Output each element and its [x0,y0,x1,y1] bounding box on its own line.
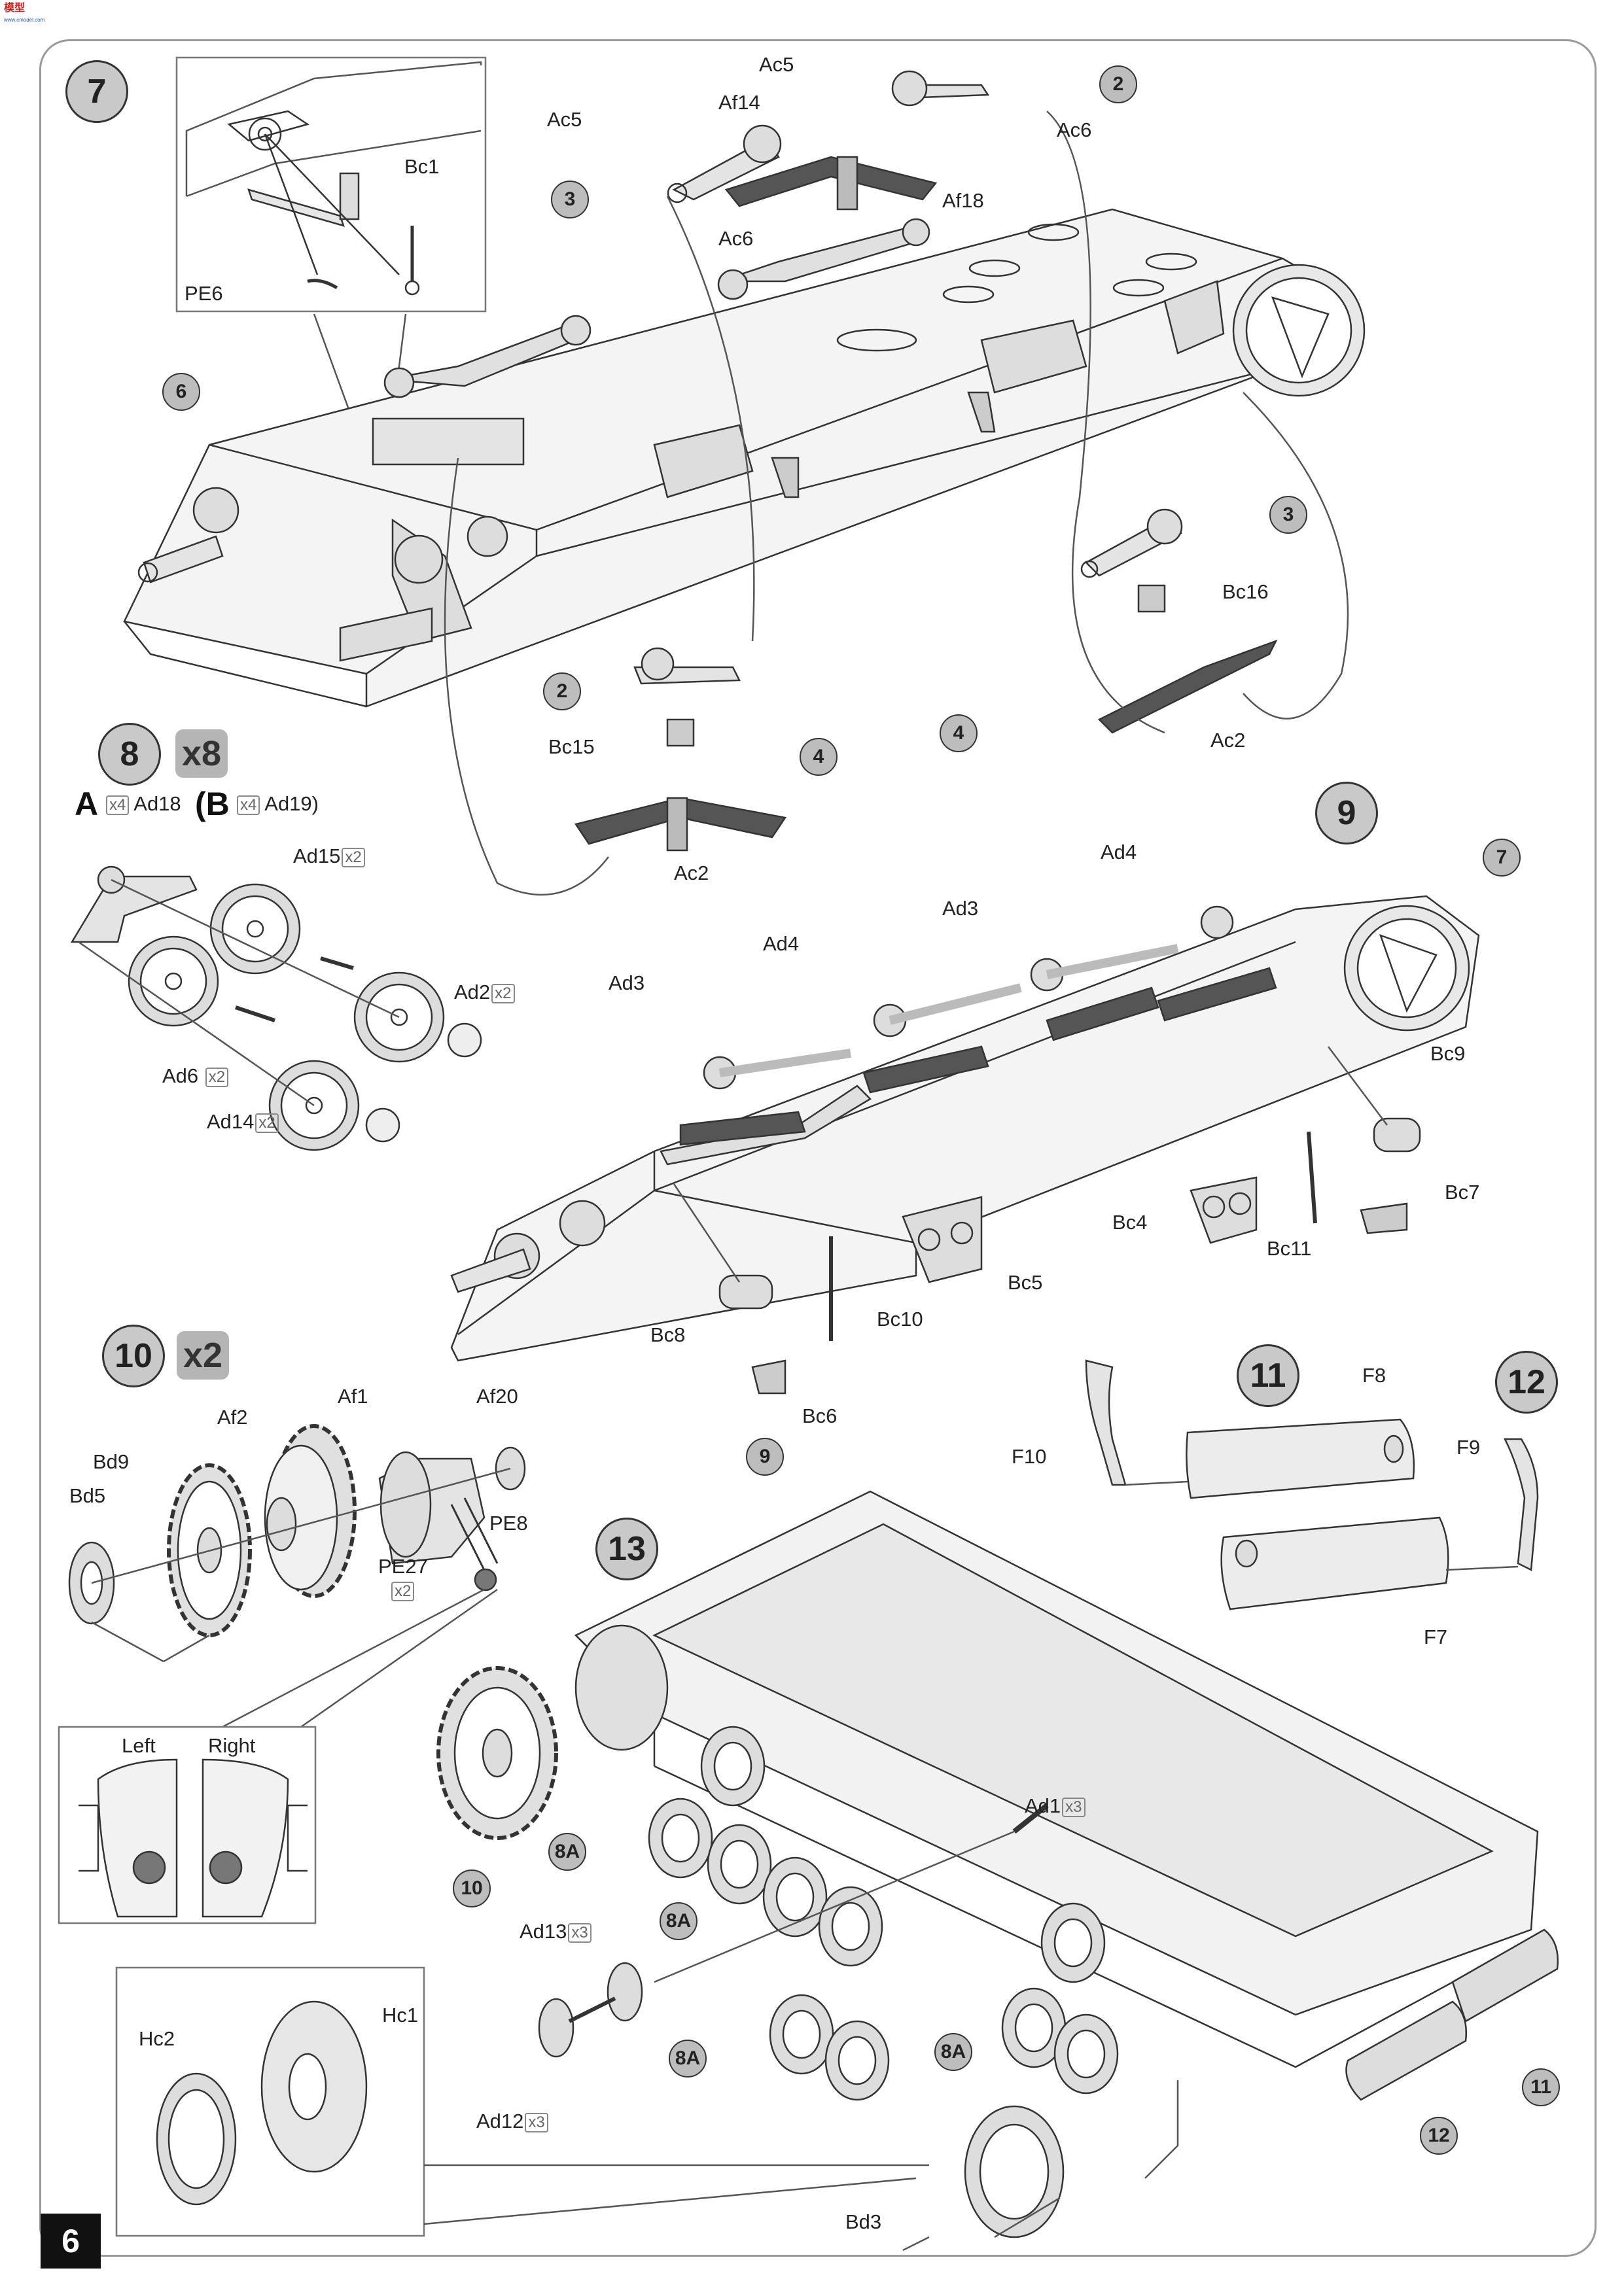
label-bc15: Bc15 [548,735,595,758]
label-ad3-mid: Ad3 [942,897,979,920]
step-9-badge: 9 [1315,782,1378,844]
label-f9: F9 [1456,1436,1481,1459]
label-bc6: Bc6 [802,1404,838,1427]
page-frame [39,39,1597,2257]
label-bc1: Bc1 [404,155,440,178]
label-ac5-top: Ac5 [759,53,794,76]
label-hc2: Hc2 [139,2027,175,2050]
step-10-multiplier: x2 [177,1331,230,1380]
label-left: Left [122,1734,156,1757]
step-8-badge: 8 [98,723,161,786]
callout-12: 12 [1420,2117,1458,2155]
callout-2-bottom: 2 [543,672,581,710]
step-10-badge: 10 [102,1325,165,1387]
label-ad6: Ad6 x2 [162,1065,229,1087]
label-bc11: Bc11 [1267,1237,1312,1260]
step7-inset-drawing [175,56,487,524]
step10-sprocket-drawing [58,1424,526,1924]
label-af2: Af2 [217,1406,248,1429]
callout-6: 6 [162,373,200,411]
label-ad4-top: Ad4 [1101,841,1137,863]
step-12-badge: 12 [1495,1351,1558,1414]
callout-8a-2: 8A [660,1902,697,1940]
step7-hull-drawing [123,70,1366,896]
label-right: Right [208,1734,256,1757]
label-ad3-left: Ad3 [609,971,645,994]
label-pe6: PE6 [185,282,223,305]
logo-text: 模型 [4,3,26,14]
variant-b-letter: (B [195,786,230,822]
label-ac6-right: Ac6 [1057,118,1092,141]
callout-8a-1: 8A [548,1833,586,1871]
label-ac2-left: Ac2 [674,861,709,884]
callout-2-top: 2 [1099,65,1137,103]
label-pe27-qty: x2 [390,1579,415,1601]
variant-b-qty-part: x4 Ad19) [236,793,319,815]
label-ac5-left: Ac5 [547,108,582,131]
label-bd9: Bd9 [93,1450,130,1473]
label-bd5: Bd5 [69,1484,106,1507]
step-13-badge: 13 [595,1518,658,1580]
step13-hull-drawing [115,1490,1559,2252]
label-bd3: Bd3 [845,2210,882,2233]
step-8-multiplier: x8 [175,729,228,778]
callout-4-bottom: 4 [940,714,978,752]
label-bc7: Bc7 [1445,1181,1480,1204]
label-f8: F8 [1362,1364,1386,1387]
callout-8a-3: 8A [669,2040,707,2078]
label-pe27: PE27 [378,1555,428,1578]
label-hc1: Hc1 [382,2004,419,2026]
callout-7: 7 [1483,839,1521,877]
step-11-badge: 11 [1237,1344,1299,1407]
label-af18: Af18 [942,189,984,212]
callout-11: 11 [1522,2068,1560,2106]
page-number: 6 [41,2214,101,2269]
label-bc5: Bc5 [1008,1271,1043,1294]
callout-10: 10 [453,1870,491,1907]
label-af20: Af20 [476,1385,518,1408]
callout-8a-4: 8A [934,2033,972,2071]
step11-12-mufflers-drawing [1085,1359,1539,1610]
step-7-badge: 7 [65,60,128,123]
callout-4-right: 4 [800,738,838,776]
label-bc16: Bc16 [1222,580,1269,603]
label-bc8: Bc8 [650,1323,686,1346]
label-af14: Af14 [718,91,760,114]
step9-hull-drawing [450,895,1480,1395]
variant-a-letter: A [75,786,99,822]
callout-3-top: 3 [551,181,589,218]
label-ac2-right: Ac2 [1210,729,1246,752]
label-ad4-left: Ad4 [763,932,800,955]
label-ac6-mid: Ac6 [718,227,754,250]
site-logo: 模型 www.cmodel.com [4,3,47,27]
logo-url: www.cmodel.com [4,17,45,23]
label-bc10: Bc10 [877,1308,923,1331]
label-af1: Af1 [338,1385,368,1408]
label-f7: F7 [1424,1626,1448,1648]
label-f10: F10 [1012,1445,1047,1468]
step8-wheels-drawing [70,865,482,1151]
label-bc4: Bc4 [1112,1211,1148,1234]
callout-9: 9 [746,1438,784,1476]
label-bc9: Bc9 [1430,1042,1466,1065]
callout-3-right: 3 [1269,496,1307,534]
variant-a-qty-part: x4 Ad18 [105,793,181,815]
label-pe8: PE8 [489,1512,528,1535]
